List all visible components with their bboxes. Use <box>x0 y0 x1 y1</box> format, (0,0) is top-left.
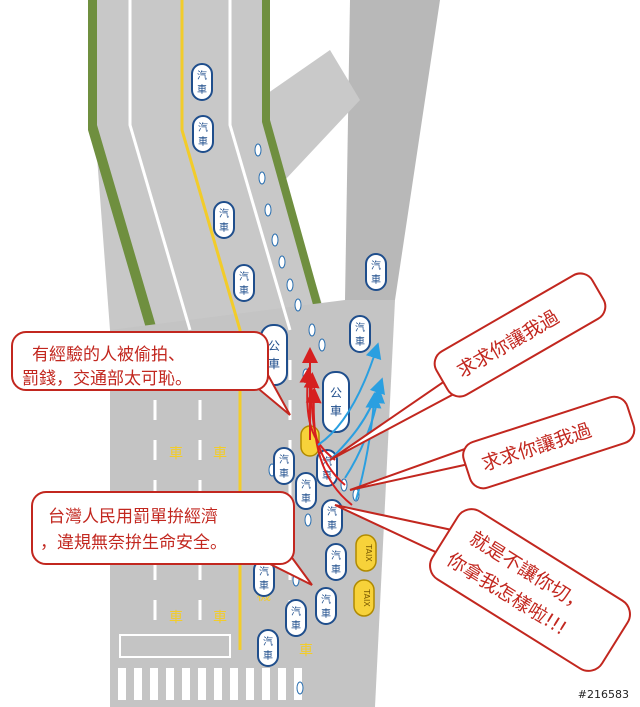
bubble-experienced-line2: 罰錢，交通部太可恥。 <box>22 369 192 389</box>
taxi-label-2: TAIX <box>362 588 371 607</box>
taxi-label-1: TAIX <box>364 543 373 562</box>
bubble-taiwan-line1: 台灣人民用罰單拚經濟 <box>48 507 218 527</box>
bus-2 <box>322 371 350 433</box>
lane-marking-4: 車 <box>213 609 227 626</box>
car-7 <box>273 447 295 485</box>
taxis: TAIX TAIX <box>300 425 377 617</box>
car-label-1b: 車 <box>197 83 207 96</box>
cars <box>191 63 387 667</box>
watermark: #216583 <box>574 688 632 701</box>
lane-marking-1: 車 <box>169 445 183 462</box>
bus-label-1a: 公 <box>268 339 280 353</box>
car-label-2b: 車 <box>198 135 208 148</box>
crosswalk <box>118 668 302 700</box>
car-label-12a: 汽 <box>291 605 301 618</box>
bubble-please2: 求求你讓我過 <box>462 395 636 490</box>
median-right <box>262 0 330 337</box>
car-label-14b: 車 <box>259 579 269 592</box>
car-5 <box>365 253 387 291</box>
car-8 <box>295 472 317 510</box>
car-label-14a: 汽 <box>259 565 269 578</box>
car-label-5a: 汽 <box>371 259 381 272</box>
car-label-10a: 汽 <box>327 505 337 518</box>
car-2 <box>192 115 214 153</box>
car-label-7a: 汽 <box>279 453 289 466</box>
bubble-taiwan-line2: ，違規無奈拚生命安全。 <box>40 533 227 553</box>
bubble-refuse: 就是不讓你切， 你拿我怎樣啦!!! <box>429 508 631 672</box>
car-label-15a: 汽 <box>331 549 341 562</box>
lane-line-yellow <box>180 0 242 650</box>
car-11 <box>315 587 337 625</box>
lane-marking-3: 車 <box>169 609 183 626</box>
bubble-please1: 求求你讓我過 <box>433 272 607 398</box>
car-label-12b: 車 <box>291 619 301 632</box>
lane-line-1 <box>128 0 192 331</box>
overpass-road <box>258 50 360 180</box>
car-label-6a: 汽 <box>355 321 365 334</box>
taxi-2 <box>353 579 375 617</box>
car-label-8a: 汽 <box>301 478 311 491</box>
lane-marking-5: 車 <box>299 642 313 659</box>
arrows-red <box>299 347 353 506</box>
car-label-11a: 汽 <box>321 593 331 606</box>
car-15 <box>325 543 347 581</box>
car-3 <box>213 201 235 239</box>
car-label-2a: 汽 <box>198 121 208 134</box>
car-label-8b: 車 <box>301 492 311 505</box>
highway-upper <box>95 0 330 340</box>
car-4 <box>233 264 255 302</box>
car-12 <box>285 599 307 637</box>
car-6 <box>349 315 371 353</box>
car-label-15b: 車 <box>331 563 341 576</box>
car-label-1a: 汽 <box>197 69 207 82</box>
bubble-experienced-line1: 有經驗的人被偷拍、 <box>32 345 185 365</box>
car-label-10b: 車 <box>327 519 337 532</box>
car-10 <box>321 499 343 537</box>
car-label-9a: 汽 <box>322 455 332 468</box>
bubble-experienced: 有經驗的人被偷拍、 罰錢，交通部太可恥。 <box>11 331 269 391</box>
bus-label-1b: 車 <box>268 357 280 371</box>
car-label-4a: 汽 <box>239 270 249 283</box>
branch-road-right <box>345 0 440 300</box>
lane-marking-2: 車 <box>213 445 227 462</box>
car-1 <box>191 63 213 101</box>
car-label-4b: 車 <box>239 284 249 297</box>
scooters <box>254 143 360 695</box>
car-label-3a: 汽 <box>219 207 229 220</box>
lane-line-2 <box>228 0 292 331</box>
car-label-3b: 車 <box>219 221 229 234</box>
bus-label-2b: 車 <box>330 404 342 418</box>
car-label-6b: 車 <box>355 335 365 348</box>
bus-label-2a: 公 <box>330 386 342 400</box>
car-label-11b: 車 <box>321 607 331 620</box>
stop-box <box>119 634 231 658</box>
car-label-5b: 車 <box>371 273 381 286</box>
car-13 <box>257 629 279 667</box>
taxi-1 <box>355 534 377 572</box>
car-label-13b: 車 <box>263 649 273 662</box>
car-label-13a: 汽 <box>263 635 273 648</box>
car-label-7b: 車 <box>279 467 289 480</box>
median-left <box>88 0 160 342</box>
lane-markings: 車 車 車 車 車 機 <box>169 445 313 659</box>
bubble-taiwan: 台灣人民用罰單拚經濟 ，違規無奈拚生命安全。 <box>31 491 295 565</box>
